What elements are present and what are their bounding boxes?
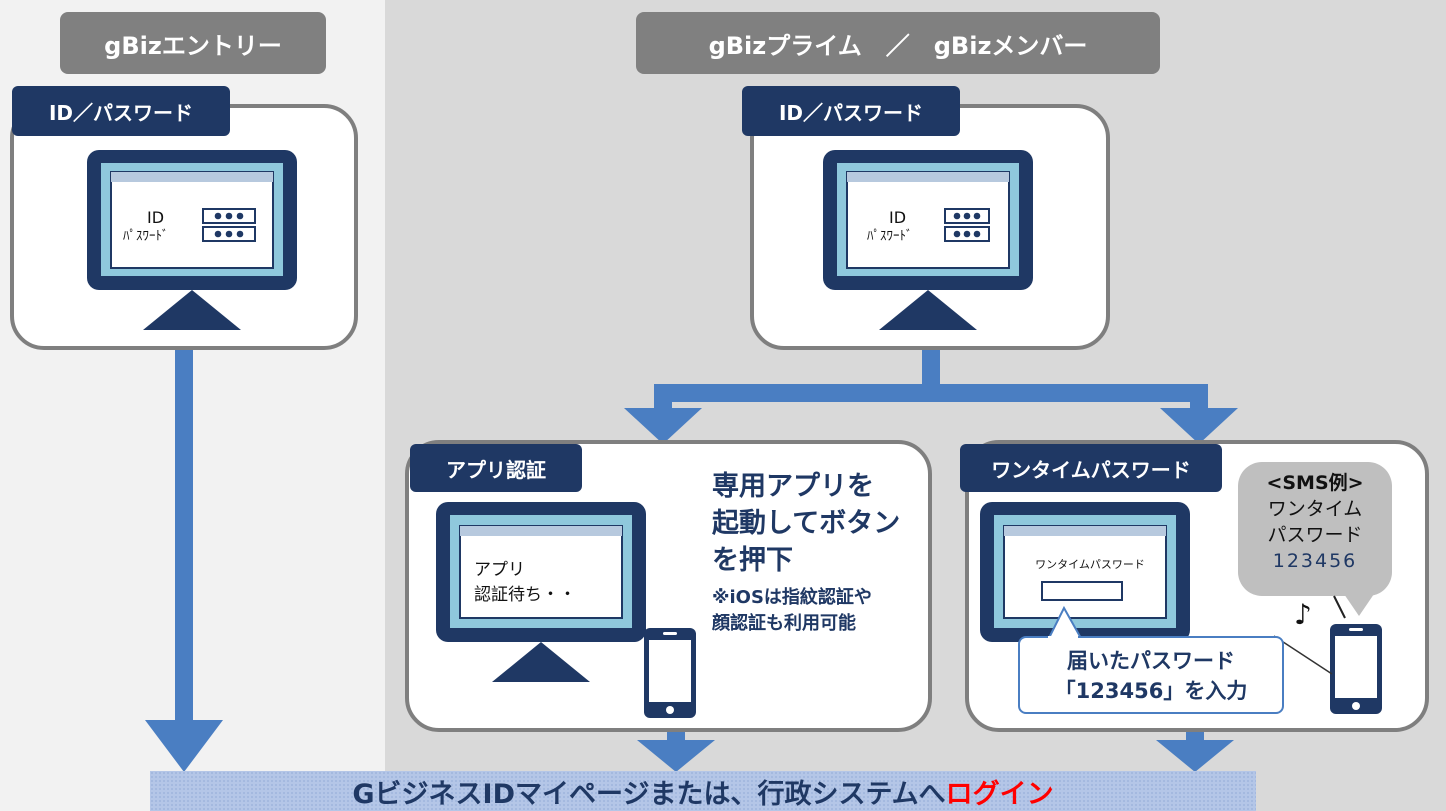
app-screen-line1: アプリ [474, 560, 525, 580]
prime-id-tag: ID／パスワード [742, 86, 960, 136]
entry-id-tag: ID／パスワード [12, 86, 230, 136]
app-desc-line2: 起動してボタン [712, 508, 901, 539]
entry-screen-password: ﾊﾟｽﾜｰﾄﾞ [123, 229, 169, 244]
app-screen-line2: 認証待ち・・ [474, 585, 576, 605]
app-monitor-icon [436, 502, 646, 682]
entry-header-label: gBizエントリー [104, 31, 282, 60]
smartphone-icon [644, 628, 696, 718]
entry-arrow-head [145, 720, 223, 772]
otp-monitor-icon [980, 502, 1190, 682]
app-desc-line1: 専用アプリを [712, 471, 874, 502]
sms-title: <SMS例> [1266, 472, 1364, 494]
login-banner: GビジネスIDマイページまたは、行政システムへログイン [150, 771, 1256, 811]
prime-monitor-icon: ID ﾊﾟｽﾜｰﾄﾞ [823, 150, 1033, 330]
app-screen-text: アプリ 認証待ち・・ [474, 558, 576, 608]
otp-smartphone-icon [1330, 624, 1382, 714]
entry-screen-id: ID [147, 208, 164, 227]
app-auth-tag-label: アプリ認証 [446, 457, 546, 482]
prime-screen-password: ﾊﾟｽﾜｰﾄﾞ [867, 229, 913, 244]
prime-header-label: gBizプライム ／ gBizメンバー [708, 31, 1088, 60]
otp-callout: 届いたパスワード 「123456」を入力 [1018, 636, 1284, 714]
app-note: ※iOSは指紋認証や 顔認証も利用可能 [712, 585, 872, 637]
otp-screen-label: ワンタイムパスワード [1035, 558, 1145, 571]
sms-line2: パスワード [1267, 524, 1363, 546]
entry-monitor-icon: ID ﾊﾟｽﾜｰﾄﾞ [87, 150, 297, 330]
app-desc-line3: を押下 [712, 545, 793, 576]
app-description: 専用アプリを 起動してボタン を押下 [712, 468, 900, 579]
entry-id-tag-label: ID／パスワード [48, 100, 194, 125]
entry-header: gBizエントリー [60, 12, 326, 74]
sms-line1: ワンタイム [1267, 498, 1363, 520]
banner-text: GビジネスIDマイページまたは、行政システムへ [352, 778, 946, 810]
entry-arrow-stem [175, 350, 193, 730]
app-auth-tag: アプリ認証 [410, 444, 582, 492]
split-arrow-bar [654, 384, 1208, 402]
callout-line1: 届いたパスワード [1067, 649, 1235, 673]
otp-input-box [1041, 581, 1123, 601]
app-note-line2: 顔認証も利用可能 [712, 613, 856, 634]
sms-bubble [1238, 462, 1392, 619]
split-arrow-stem [922, 350, 940, 392]
otp-tag: ワンタイムパスワード [960, 444, 1222, 492]
sms-text: <SMS例> ワンタイム パスワード 123456 [1238, 470, 1392, 574]
split-arrow-head-right [1160, 408, 1238, 444]
banner-highlight: ログイン [945, 778, 1054, 810]
split-arrow-head-left [624, 408, 702, 444]
sms-code: 123456 [1272, 550, 1358, 572]
otp-tag-label: ワンタイムパスワード [991, 457, 1191, 482]
music-note-icon: ♪ [1294, 598, 1312, 631]
app-note-line1: ※iOSは指紋認証や [712, 587, 872, 608]
prime-header: gBizプライム ／ gBizメンバー [636, 12, 1160, 74]
prime-id-tag-label: ID／パスワード [778, 100, 924, 125]
otp-arrow-head [1156, 740, 1234, 772]
callout-line2: 「123456」を入力 [1054, 679, 1248, 703]
app-arrow-head [637, 740, 715, 772]
prime-screen-id: ID [889, 208, 906, 227]
